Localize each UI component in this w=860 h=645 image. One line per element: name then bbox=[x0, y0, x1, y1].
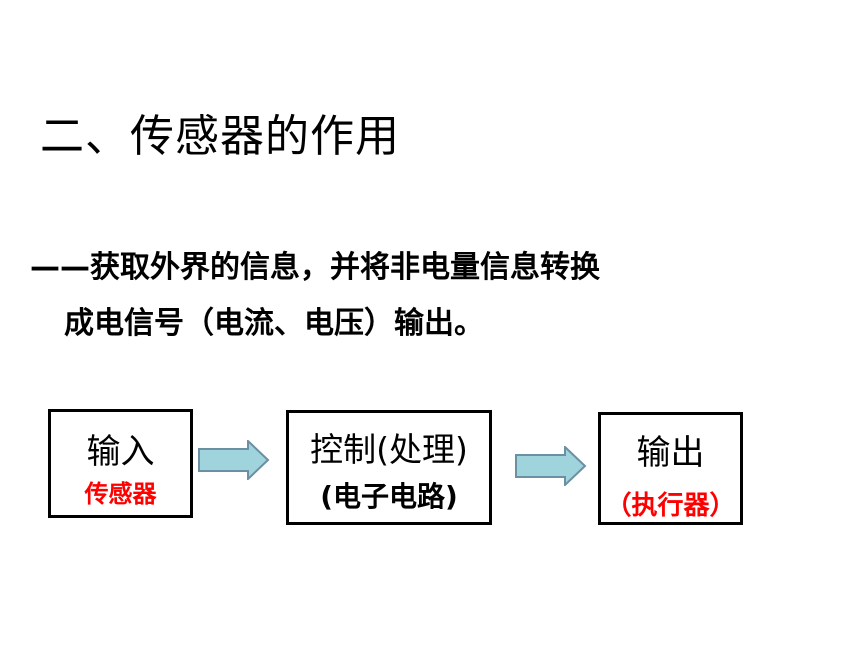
arrow-right-icon bbox=[198, 440, 270, 480]
arrow-right-icon bbox=[515, 446, 587, 486]
description: ——获取外界的信息，并将非电量信息转换 成电信号（电流、电压）输出。 bbox=[30, 240, 600, 352]
page-title: 二、传感器的作用 bbox=[40, 111, 400, 162]
output-title: 输出 bbox=[636, 433, 705, 473]
control-sublabel: (电子电路) bbox=[320, 480, 458, 513]
control-box: 控制(处理) (电子电路) bbox=[286, 410, 492, 525]
description-line-2: 成电信号（电流、电压）输出。 bbox=[64, 306, 484, 341]
input-sublabel: 传感器 bbox=[84, 480, 157, 508]
input-box: 输入 传感器 bbox=[48, 409, 193, 518]
output-box: 输出 （执行器） bbox=[598, 412, 743, 525]
control-title: 控制(处理) bbox=[310, 430, 468, 469]
input-title: 输入 bbox=[86, 432, 155, 472]
description-line-1: ——获取外界的信息，并将非电量信息转换 bbox=[30, 250, 600, 285]
output-sublabel: （执行器） bbox=[605, 491, 736, 521]
